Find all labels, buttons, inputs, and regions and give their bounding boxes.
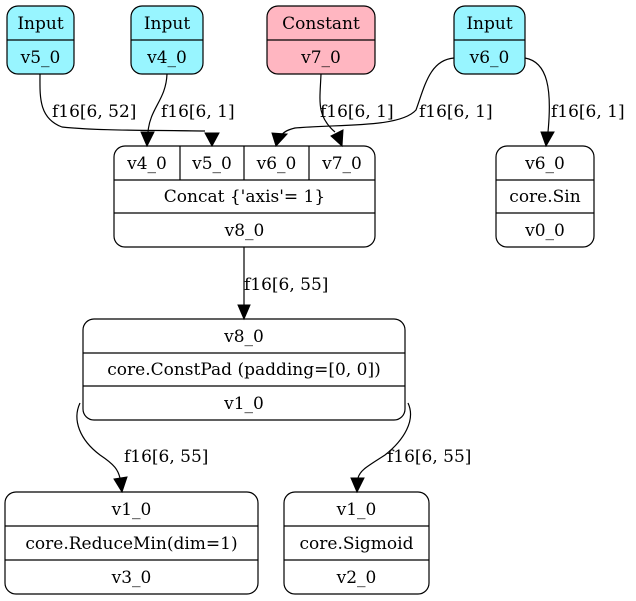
sigmoid-op-label: core.Sigmoid [300, 534, 414, 554]
node-sin[interactable]: v6_0 core.Sin v0_0 [495, 145, 595, 248]
concat-output-label: v8_0 [224, 221, 265, 241]
node-input-v5-kind: Input [17, 14, 63, 34]
node-input-v4-name: v4_0 [146, 48, 187, 68]
edge-constpad-to-sigmoid-label: f16[6, 55] [387, 447, 471, 467]
node-input-v6-name: v6_0 [469, 48, 510, 68]
edge-v5-to-concat: f16[6, 52] [39, 73, 220, 148]
concat-port-v7: v7_0 [321, 154, 362, 174]
edge-v7-to-concat: f16[6, 1] [319, 73, 394, 148]
node-input-v6-kind: Input [466, 14, 512, 34]
edge-constpad-to-sigmoid: f16[6, 55] [350, 402, 471, 494]
constpad-output-label: v1_0 [223, 394, 264, 414]
edge-v6-to-concat-label: f16[6, 1] [419, 102, 493, 122]
node-constpad[interactable]: v8_0 core.ConstPad (padding=[0, 0]) v1_0 [82, 318, 406, 421]
reducemin-op-label: core.ReduceMin(dim=1) [25, 534, 237, 554]
edge-constpad-to-reducemin-label: f16[6, 55] [124, 447, 208, 467]
reducemin-input-label: v1_0 [111, 500, 152, 520]
node-constant-v7[interactable]: Constant v7_0 [266, 5, 376, 75]
edge-v7-to-concat-label: f16[6, 1] [320, 102, 394, 122]
edge-concat-to-constpad-label: f16[6, 55] [244, 275, 328, 295]
node-constant-v7-name: v7_0 [300, 48, 341, 68]
node-constant-v7-kind: Constant [282, 14, 360, 34]
sin-op-label: core.Sin [509, 187, 580, 207]
edge-constpad-to-reducemin: f16[6, 55] [76, 402, 208, 494]
reducemin-output-label: v3_0 [111, 568, 152, 588]
edge-concat-to-constpad: f16[6, 55] [237, 247, 328, 321]
concat-port-v4: v4_0 [126, 154, 167, 174]
node-concat[interactable]: v4_0 v5_0 v6_0 v7_0 Concat {'axis'= 1} v… [113, 145, 376, 248]
node-input-v4-kind: Input [144, 14, 190, 34]
node-sigmoid[interactable]: v1_0 core.Sigmoid v2_0 [283, 491, 430, 595]
node-reducemin[interactable]: v1_0 core.ReduceMin(dim=1) v3_0 [4, 491, 259, 595]
edge-v5-to-concat-label: f16[6, 52] [52, 102, 136, 122]
node-input-v5[interactable]: Input v5_0 [6, 5, 75, 75]
node-input-v6[interactable]: Input v6_0 [453, 5, 526, 75]
sigmoid-output-label: v2_0 [336, 568, 377, 588]
constpad-input-label: v8_0 [223, 327, 264, 347]
node-reducemin-box [4, 491, 259, 595]
edge-v6-to-sin: f16[6, 1] [524, 57, 625, 148]
concat-port-v6: v6_0 [256, 154, 297, 174]
edge-v6-to-concat: f16[6, 1] [271, 57, 493, 147]
sin-output-label: v0_0 [524, 221, 565, 241]
node-input-v5-name: v5_0 [20, 48, 61, 68]
node-input-v4[interactable]: Input v4_0 [130, 5, 204, 75]
sigmoid-input-label: v1_0 [336, 500, 377, 520]
concat-port-v5: v5_0 [191, 154, 232, 174]
node-sin-box [495, 145, 595, 248]
edge-v4-to-concat: f16[6, 1] [140, 73, 235, 148]
concat-op-label: Concat {'axis'= 1} [164, 187, 325, 207]
sin-input-label: v6_0 [524, 154, 565, 174]
edge-v4-to-concat-label: f16[6, 1] [161, 102, 235, 122]
edge-v6-to-sin-label: f16[6, 1] [551, 102, 625, 122]
constpad-op-label: core.ConstPad (padding=[0, 0]) [107, 360, 380, 380]
